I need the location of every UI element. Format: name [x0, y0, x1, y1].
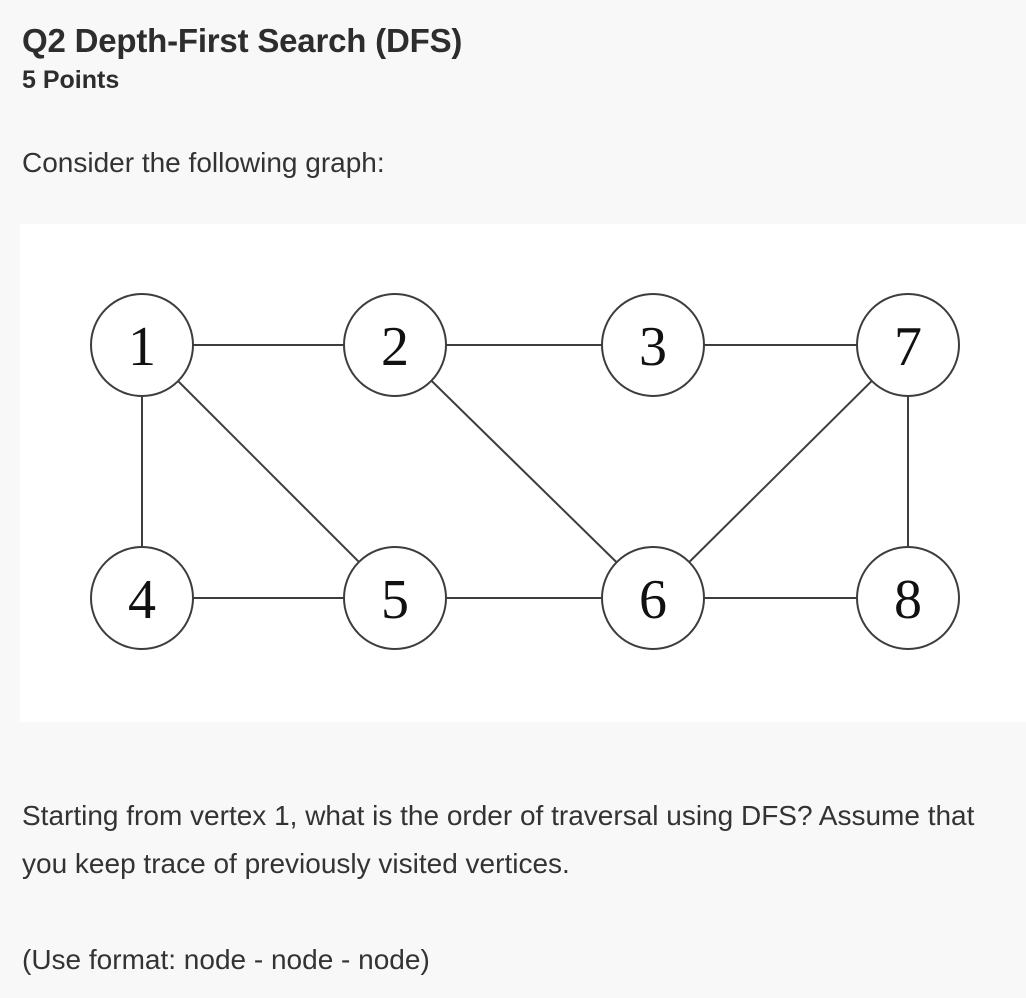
graph-edge-6-7 — [652, 343, 909, 599]
graph-node-label-6: 6 — [639, 569, 667, 631]
question-title: Q2 Depth-First Search (DFS) — [22, 22, 463, 59]
graph-edge-1-5 — [141, 343, 396, 599]
graph-node-label-2: 2 — [381, 316, 409, 378]
graph-node-label-3: 3 — [639, 316, 667, 378]
graph-node-label-4: 4 — [128, 569, 156, 631]
graph-node-label-5: 5 — [381, 569, 409, 631]
question-text: Starting from vertex 1, what is the orde… — [22, 799, 975, 879]
graph-node-6 — [601, 545, 705, 650]
graph-node-2 — [343, 292, 447, 397]
graph-figure: 1 2 3 7 4 5 6 8 — [20, 223, 1026, 722]
question-header: Q2 Depth-First Search (DFS) 5 Points Con… — [0, 0, 1026, 182]
graph-node-3 — [601, 292, 705, 397]
question-intro-text: Consider the following graph: — [22, 147, 385, 179]
graph-node-5 — [343, 545, 447, 650]
graph-node-8 — [856, 545, 960, 650]
format-hint-text: (Use format: node - node - node) — [22, 943, 430, 975]
graph-node-1 — [90, 292, 194, 397]
graph-svg: 1 2 3 7 4 5 6 8 — [90, 292, 960, 650]
graph-node-label-8: 8 — [894, 569, 922, 631]
graph-node-4 — [90, 545, 194, 650]
graph-node-label-1: 1 — [128, 316, 156, 378]
question-points: 5 Points — [22, 66, 120, 95]
question-body: Starting from vertex 1, what is the orde… — [0, 792, 1026, 984]
graph-node-7 — [856, 292, 960, 397]
graph-edge-2-6 — [394, 343, 654, 599]
graph-node-label-7: 7 — [894, 316, 922, 378]
